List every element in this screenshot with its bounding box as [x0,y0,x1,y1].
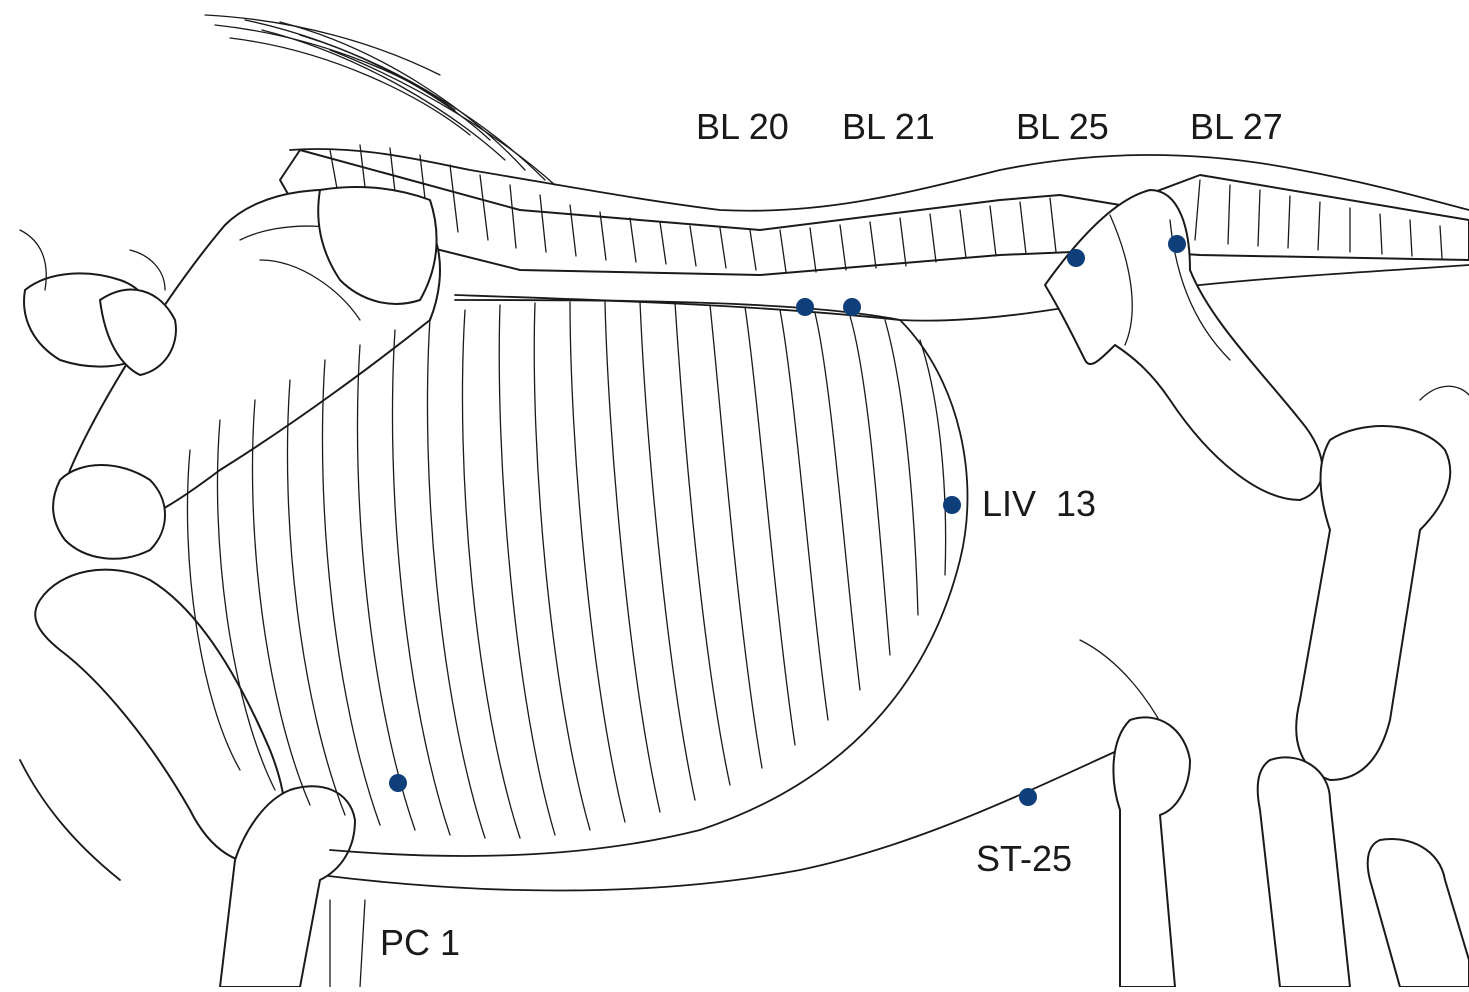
acupoint-liv13-marker [943,496,961,514]
spine [280,145,1469,275]
mane [205,15,555,185]
acupoint-bl27-marker [1168,235,1186,253]
cervical-bones [20,230,176,375]
acupoint-bl21-marker [843,298,861,316]
acupoint-pc1-marker [389,774,407,792]
acupoint-bl20-marker [796,298,814,316]
label-liv13: LIV 13 [982,483,1096,524]
label-bl27: BL 27 [1190,106,1283,147]
label-bl21: BL 21 [842,106,935,147]
label-pc1: PC 1 [380,922,460,963]
label-st25: ST-25 [976,838,1072,879]
acupoint-bl25-marker [1067,249,1085,267]
acupoint-st25-marker [1019,788,1037,806]
label-bl25: BL 25 [1016,106,1109,147]
humerus [35,465,285,863]
label-bl20: BL 20 [696,106,789,147]
